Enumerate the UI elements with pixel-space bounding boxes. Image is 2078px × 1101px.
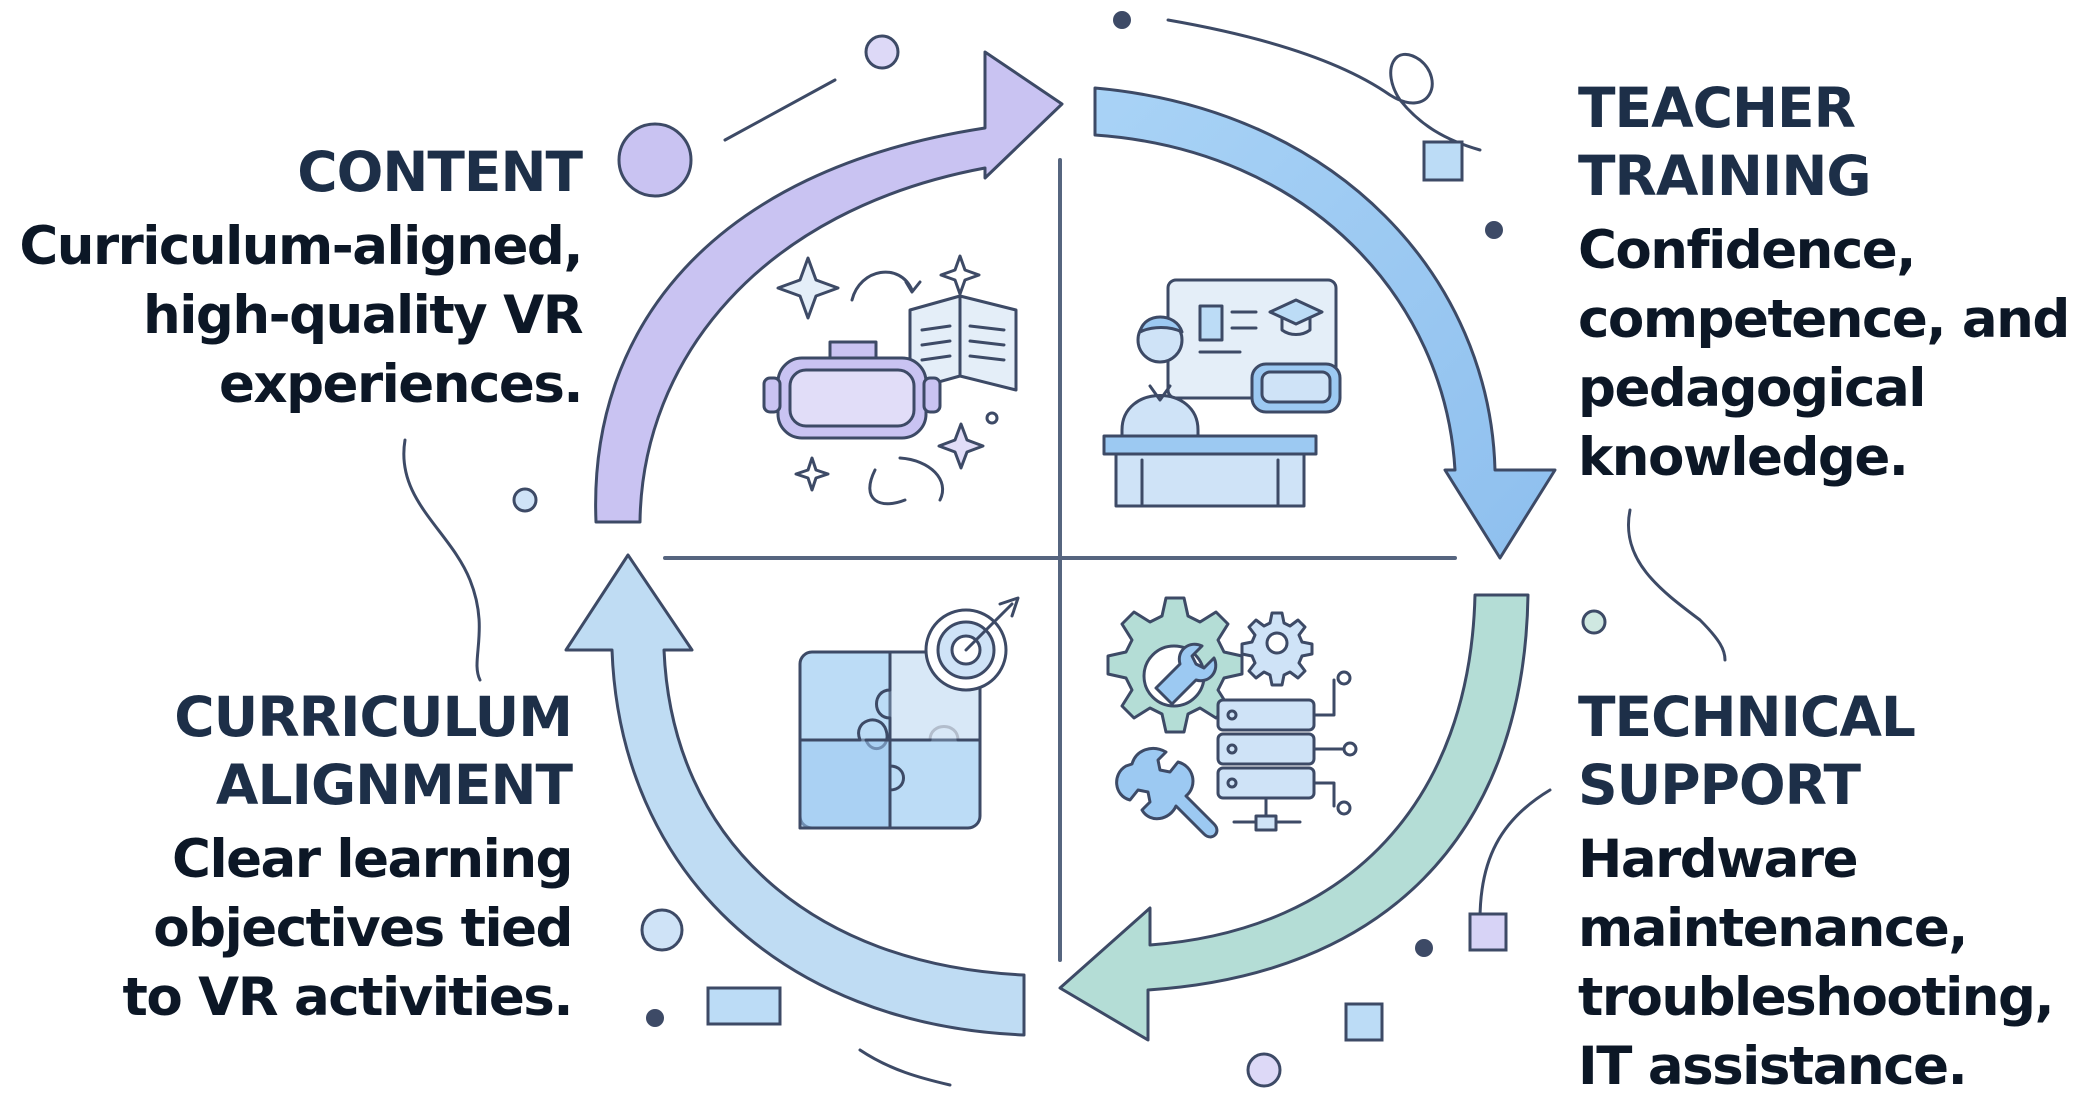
technical-support-block: TECHNICAL SUPPORT Hardware maintenance, …: [1578, 683, 2078, 1101]
content-desc-line: experiences.: [218, 354, 584, 415]
decor-squares: [706, 140, 1508, 1042]
teacher-presentation-icon: [1102, 278, 1342, 508]
content-heading: CONTENT: [297, 140, 583, 204]
quadrant-dividers: [663, 158, 1457, 962]
technical-support-heading-line: TECHNICAL: [1578, 685, 1916, 749]
curriculum-alignment-desc-line: objectives tied: [153, 898, 573, 959]
arrow-teacher-training: [1093, 86, 1557, 560]
teacher-training-desc-line: pedagogical: [1578, 358, 1926, 419]
arrow-content: [594, 50, 1064, 524]
curriculum-alignment-heading: CURRICULUM ALIGNMENT: [12, 683, 573, 819]
teacher-training-desc-line: knowledge.: [1578, 427, 1909, 488]
teacher-training-block: TEACHER TRAINING Confidence, competence,…: [1578, 74, 2078, 492]
decorative-elements: [402, 18, 1727, 1087]
technical-support-desc-line: IT assistance.: [1578, 1036, 1968, 1097]
teacher-training-desc-line: Confidence,: [1578, 220, 1916, 281]
curriculum-alignment-description: Clear learning objectives tied to VR act…: [12, 825, 573, 1032]
vr-headset-book-icon: [762, 254, 1018, 506]
technical-support-desc-line: maintenance,: [1578, 898, 1968, 959]
teacher-training-heading: TEACHER TRAINING: [1578, 74, 2078, 210]
puzzle-target-icon: [798, 596, 1020, 830]
teacher-training-description: Confidence, competence, and pedagogical …: [1578, 216, 2078, 492]
teacher-training-heading-line: TEACHER: [1578, 76, 1856, 140]
decor-line-top-left: [723, 78, 837, 142]
content-block: CONTENT Curriculum-aligned, high-quality…: [0, 138, 584, 419]
gears-server-icon: [1106, 596, 1358, 839]
technical-support-heading: TECHNICAL SUPPORT: [1578, 683, 2078, 819]
decor-squiggle-right: [1627, 508, 1727, 662]
decor-squiggle-top: [1166, 18, 1482, 152]
arrow-technical-support: [1058, 593, 1530, 1042]
curriculum-alignment-desc-line: to VR activities.: [122, 967, 573, 1028]
technical-support-description: Hardware maintenance, troubleshooting, I…: [1578, 825, 2078, 1101]
curriculum-alignment-block: CURRICULUM ALIGNMENT Clear learning obje…: [12, 683, 573, 1032]
curriculum-alignment-heading-line: CURRICULUM: [174, 685, 573, 749]
arrow-curriculum-alignment: [564, 553, 1026, 1037]
decor-line-bottom: [858, 1048, 952, 1087]
content-description: Curriculum-aligned, high-quality VR expe…: [0, 212, 584, 419]
teacher-training-heading-line: TRAINING: [1578, 144, 1872, 208]
decor-squiggle-right-lower: [1478, 788, 1552, 922]
curriculum-alignment-desc-line: Clear learning: [172, 829, 573, 890]
decor-circles: [512, 34, 1607, 1088]
technical-support-desc-line: troubleshooting,: [1578, 967, 2055, 1028]
technical-support-desc-line: Hardware: [1578, 829, 1859, 890]
decor-dots: [646, 11, 1503, 1027]
curriculum-alignment-heading-line: ALIGNMENT: [215, 753, 573, 817]
content-desc-line: Curriculum-aligned,: [19, 216, 583, 277]
content-desc-line: high-quality VR: [143, 285, 584, 346]
teacher-training-desc-line: competence, and: [1578, 289, 2070, 350]
decor-squiggle-left: [402, 438, 482, 682]
technical-support-heading-line: SUPPORT: [1578, 753, 1861, 817]
